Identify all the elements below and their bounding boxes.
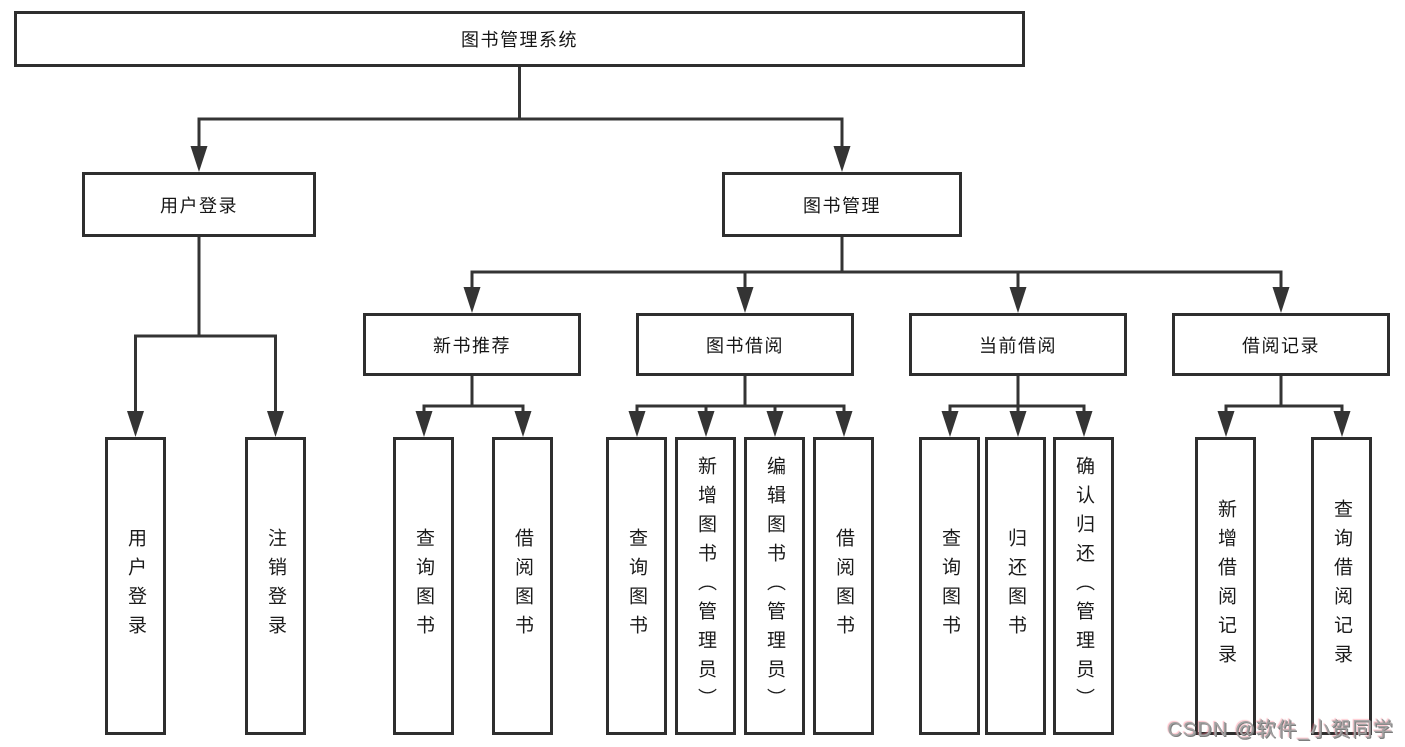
current-borrow-label: 当前借阅 bbox=[979, 335, 1057, 356]
root-label: 图书管理系统 bbox=[461, 30, 578, 50]
node-book-borrow: 图书借阅 bbox=[636, 313, 854, 376]
leaf-return-book-label: 归还图书 bbox=[1005, 528, 1026, 644]
leaf-borrow-book-1-label: 借阅图书 bbox=[512, 528, 533, 644]
current-borrow-connectors bbox=[941, 376, 1093, 437]
leaf-add-borrow-record-label: 新增借阅记录 bbox=[1215, 499, 1236, 673]
book-management-branch-connectors bbox=[463, 237, 1290, 313]
book-borrow-connectors bbox=[628, 376, 853, 437]
user-login-label: 用户登录 bbox=[160, 195, 238, 216]
node-current-borrow: 当前借阅 bbox=[909, 313, 1127, 376]
leaf-borrow-book-1: 借阅图书 bbox=[492, 437, 553, 735]
node-root-system: 图书管理系统 bbox=[14, 11, 1025, 67]
leaf-query-book-3: 查询图书 bbox=[919, 437, 980, 735]
node-borrow-record: 借阅记录 bbox=[1172, 313, 1390, 376]
book-borrow-label: 图书借阅 bbox=[706, 335, 784, 356]
csdn-watermark: CSDN @软件_小贺同学 bbox=[1167, 719, 1394, 741]
leaf-query-book-1-label: 查询图书 bbox=[413, 528, 434, 644]
leaf-add-borrow-record: 新增借阅记录 bbox=[1195, 437, 1256, 735]
node-book-management: 图书管理 bbox=[722, 172, 962, 237]
new-book-recommend-connectors bbox=[415, 376, 532, 437]
new-book-recommend-label: 新书推荐 bbox=[433, 335, 511, 356]
leaf-user-login-label: 用户登录 bbox=[125, 528, 146, 644]
leaf-borrow-book-2-label: 借阅图书 bbox=[833, 528, 854, 644]
leaf-add-book-admin-label: 新增图书（管理员） bbox=[695, 455, 716, 717]
leaf-borrow-book-2: 借阅图书 bbox=[813, 437, 874, 735]
leaf-query-borrow-record-label: 查询借阅记录 bbox=[1331, 499, 1352, 673]
node-user-login: 用户登录 bbox=[82, 172, 316, 237]
leaf-query-book-2-label: 查询图书 bbox=[626, 528, 647, 644]
leaf-edit-book-admin-label: 编辑图书（管理员） bbox=[764, 455, 785, 717]
leaf-return-book: 归还图书 bbox=[985, 437, 1046, 735]
user-login-branch-connectors bbox=[127, 237, 284, 437]
leaf-confirm-return-admin-label: 确认归还（管理员） bbox=[1073, 455, 1094, 717]
root-branch-connectors bbox=[190, 67, 851, 172]
leaf-add-book-admin: 新增图书（管理员） bbox=[675, 437, 736, 735]
book-management-label: 图书管理 bbox=[803, 195, 881, 216]
leaf-query-book-2: 查询图书 bbox=[606, 437, 667, 735]
borrow-record-connectors bbox=[1217, 376, 1351, 437]
leaf-user-login: 用户登录 bbox=[105, 437, 166, 735]
leaf-query-borrow-record: 查询借阅记录 bbox=[1311, 437, 1372, 735]
leaf-confirm-return-admin: 确认归还（管理员） bbox=[1053, 437, 1114, 735]
leaf-logout-label: 注销登录 bbox=[265, 528, 286, 644]
borrow-record-label: 借阅记录 bbox=[1242, 335, 1320, 356]
node-new-book-recommend: 新书推荐 bbox=[363, 313, 581, 376]
leaf-edit-book-admin: 编辑图书（管理员） bbox=[744, 437, 805, 735]
leaf-logout: 注销登录 bbox=[245, 437, 306, 735]
leaf-query-book-1: 查询图书 bbox=[393, 437, 454, 735]
leaf-query-book-3-label: 查询图书 bbox=[939, 528, 960, 644]
